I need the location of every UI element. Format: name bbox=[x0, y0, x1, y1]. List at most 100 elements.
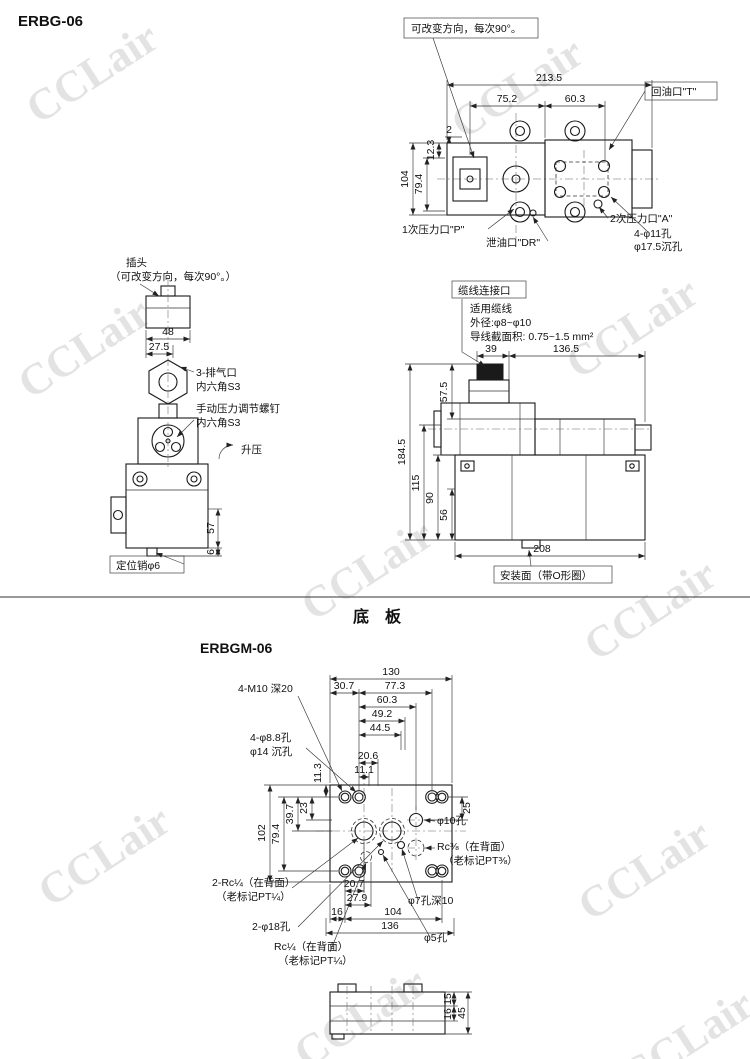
plate-side-dimensions: 15 16 45 bbox=[442, 991, 472, 1035]
dim-20-7: 20.7 bbox=[344, 878, 365, 890]
rc38-port-label-line2: （老标记PT⅜） bbox=[443, 854, 518, 867]
dim-45: 45 bbox=[456, 1007, 468, 1019]
plate-side-view-drawing: 15 16 45 bbox=[329, 983, 472, 1040]
plate-model-title: ERBGM-06 bbox=[200, 640, 273, 656]
mounting-face-label: 安装面（带O形圈） bbox=[500, 569, 592, 582]
dim-2: 2 bbox=[446, 124, 452, 136]
plate-side-outline bbox=[329, 983, 446, 1040]
top-view-dimensions: 213.5 75.2 60.3 104 79.4 12.3 2 bbox=[399, 72, 653, 216]
dim-56: 56 bbox=[438, 509, 450, 521]
dim-130: 130 bbox=[382, 666, 400, 678]
dim-39-7: 39.7 bbox=[284, 804, 296, 825]
dim-77-3: 77.3 bbox=[385, 680, 406, 692]
watermark: CCLair bbox=[569, 809, 719, 930]
rc38-port-label-line1: Rc⅜（在背面） bbox=[437, 840, 511, 853]
dim-60-3-plate: 60.3 bbox=[377, 694, 398, 706]
watermark: CCLair bbox=[285, 957, 435, 1059]
port-t-label: 回油口"T" bbox=[651, 85, 697, 98]
cbore-holes-label-line2: φ14 沉孔 bbox=[250, 745, 293, 758]
dim-136: 136 bbox=[381, 920, 399, 932]
adjust-hex-label: 内六角S3 bbox=[196, 416, 241, 429]
plate-labels: 4-M10 深20 4-φ8.8孔 φ14 沉孔 φ10孔 Rc⅜（在背面） （… bbox=[212, 683, 518, 967]
adjust-screw-label: 手动压力调节螺钉 bbox=[196, 402, 280, 415]
m10-holes-label: 4-M10 深20 bbox=[238, 683, 293, 695]
dim-11-3: 11.3 bbox=[312, 763, 324, 783]
side-view-labels: 缆线连接口 适用缆线 外径:φ8~φ10 导线截面积: 0.75~1.5 mm²… bbox=[451, 280, 613, 584]
dim-11-1: 11.1 bbox=[354, 764, 374, 776]
dim-208: 208 bbox=[533, 543, 551, 555]
rc14-ports-label-line1: 2-Rc¼（在背面） bbox=[212, 876, 295, 889]
port-a-label: 2次压力口"A" bbox=[610, 212, 673, 225]
port-dr-label: 泄油口"DR" bbox=[486, 236, 540, 249]
dim-102: 102 bbox=[256, 824, 268, 842]
dim-27-5: 27.5 bbox=[149, 341, 170, 353]
cable-note1-label: 适用缆线 bbox=[470, 302, 512, 315]
front-view-dimensions: 48 27.5 57 6 bbox=[145, 326, 222, 557]
dim-79-4: 79.4 bbox=[413, 174, 425, 195]
dim-39: 39 bbox=[485, 343, 497, 355]
top-view-centerlines bbox=[437, 113, 658, 240]
dim-136-5: 136.5 bbox=[553, 343, 579, 355]
phi10-hole-label: φ10孔 bbox=[437, 814, 466, 827]
side-view-drawing: 39 136.5 184.5 115 90 56 57.5 208 bbox=[396, 280, 652, 584]
front-view-outline bbox=[110, 278, 209, 557]
rotate-note-label: 可改变方向，每次90°。 bbox=[411, 22, 521, 35]
watermark: CCLair bbox=[612, 979, 750, 1059]
dim-115: 115 bbox=[410, 474, 422, 491]
dim-25: 25 bbox=[461, 802, 473, 814]
watermarks: CCLair CCLair CCLair CCLair CCLair CCLai… bbox=[9, 12, 750, 1059]
vent-label: 3-排气口 bbox=[196, 366, 237, 379]
top-view-drawing: 213.5 75.2 60.3 104 79.4 12.3 2 可改变方向，每次… bbox=[399, 17, 718, 253]
dim-16-plate: 16 bbox=[331, 906, 343, 918]
dim-75-2: 75.2 bbox=[497, 93, 518, 105]
watermark: CCLair bbox=[17, 12, 167, 133]
dim-16-side: 16 bbox=[442, 1008, 454, 1020]
cable-port-label: 缆线连接口 bbox=[458, 284, 511, 297]
dim-57: 57 bbox=[205, 522, 217, 534]
plate-dimensions-top: 130 30.7 77.3 60.3 49.2 44.5 20.6 11.1 bbox=[329, 666, 453, 810]
dim-90: 90 bbox=[424, 492, 436, 504]
dim-48: 48 bbox=[162, 326, 174, 338]
plate-dimensions-bottom: 20.7 27.9 16 104 136 bbox=[325, 842, 455, 936]
front-view-labels: 插头 （可改变方向，每次90°。） 3-排气口 内六角S3 手动压力调节螺钉 内… bbox=[109, 256, 280, 574]
plate-outline bbox=[329, 784, 453, 883]
rc14-back-label-line2: （老标记PT¼） bbox=[278, 954, 353, 967]
plate-section-title: 底 板 bbox=[353, 607, 402, 626]
dim-104-plate: 104 bbox=[384, 906, 402, 918]
phi5-hole-label: φ5孔 bbox=[424, 931, 448, 944]
plate-view-drawing: 130 30.7 77.3 60.3 49.2 44.5 20.6 11.1 1… bbox=[212, 666, 518, 967]
dim-30-7: 30.7 bbox=[334, 680, 355, 692]
top-view-outline bbox=[446, 120, 653, 223]
dim-12-3: 12.3 bbox=[425, 140, 437, 161]
dim-60-3: 60.3 bbox=[565, 93, 586, 105]
plate-dimensions-left: 102 79.4 39.7 23 11.3 bbox=[256, 763, 338, 883]
front-view-drawing: 48 27.5 57 6 插头 （可改变方向，每次90°。） 3-排气口 内六角… bbox=[109, 256, 280, 574]
plug-label: 插头 bbox=[126, 256, 147, 269]
dim-184-5: 184.5 bbox=[396, 439, 408, 465]
pressure-raise-label: 升压 bbox=[241, 444, 262, 456]
cbore-holes-label-line1: 4-φ8.8孔 bbox=[250, 731, 292, 744]
dim-44-5: 44.5 bbox=[370, 722, 391, 734]
dim-57-5: 57.5 bbox=[438, 382, 450, 403]
dim-15: 15 bbox=[442, 993, 454, 1005]
phi7-hole-label: φ7孔深10 bbox=[408, 894, 453, 907]
dim-104: 104 bbox=[399, 170, 411, 188]
vent-hex-label: 内六角S3 bbox=[196, 380, 241, 393]
dim-213-5: 213.5 bbox=[536, 72, 562, 84]
side-view-dimensions: 39 136.5 184.5 115 90 56 57.5 208 bbox=[396, 343, 646, 560]
dim-20-6: 20.6 bbox=[358, 750, 379, 762]
watermark: CCLair bbox=[9, 287, 159, 408]
top-view-labels: 可改变方向，每次90°。 回油口"T" 1次压力口"P" 泄油口"DR" 2次压… bbox=[402, 17, 718, 253]
cable-note3-label: 导线截面积: 0.75~1.5 mm² bbox=[470, 330, 594, 343]
dim-27-9: 27.9 bbox=[347, 892, 368, 904]
port-p-label: 1次压力口"P" bbox=[402, 223, 465, 236]
plate-dimensions-right: 25 bbox=[424, 796, 473, 821]
side-view-outline bbox=[428, 363, 652, 549]
dim-79-4-plate: 79.4 bbox=[270, 824, 282, 845]
plug-note-label: （可改变方向，每次90°。） bbox=[110, 270, 236, 283]
watermark: CCLair bbox=[575, 549, 725, 670]
phi18-holes-label: 2-φ18孔 bbox=[252, 920, 291, 933]
cable-note2-label: 外径:φ8~φ10 bbox=[470, 316, 531, 329]
